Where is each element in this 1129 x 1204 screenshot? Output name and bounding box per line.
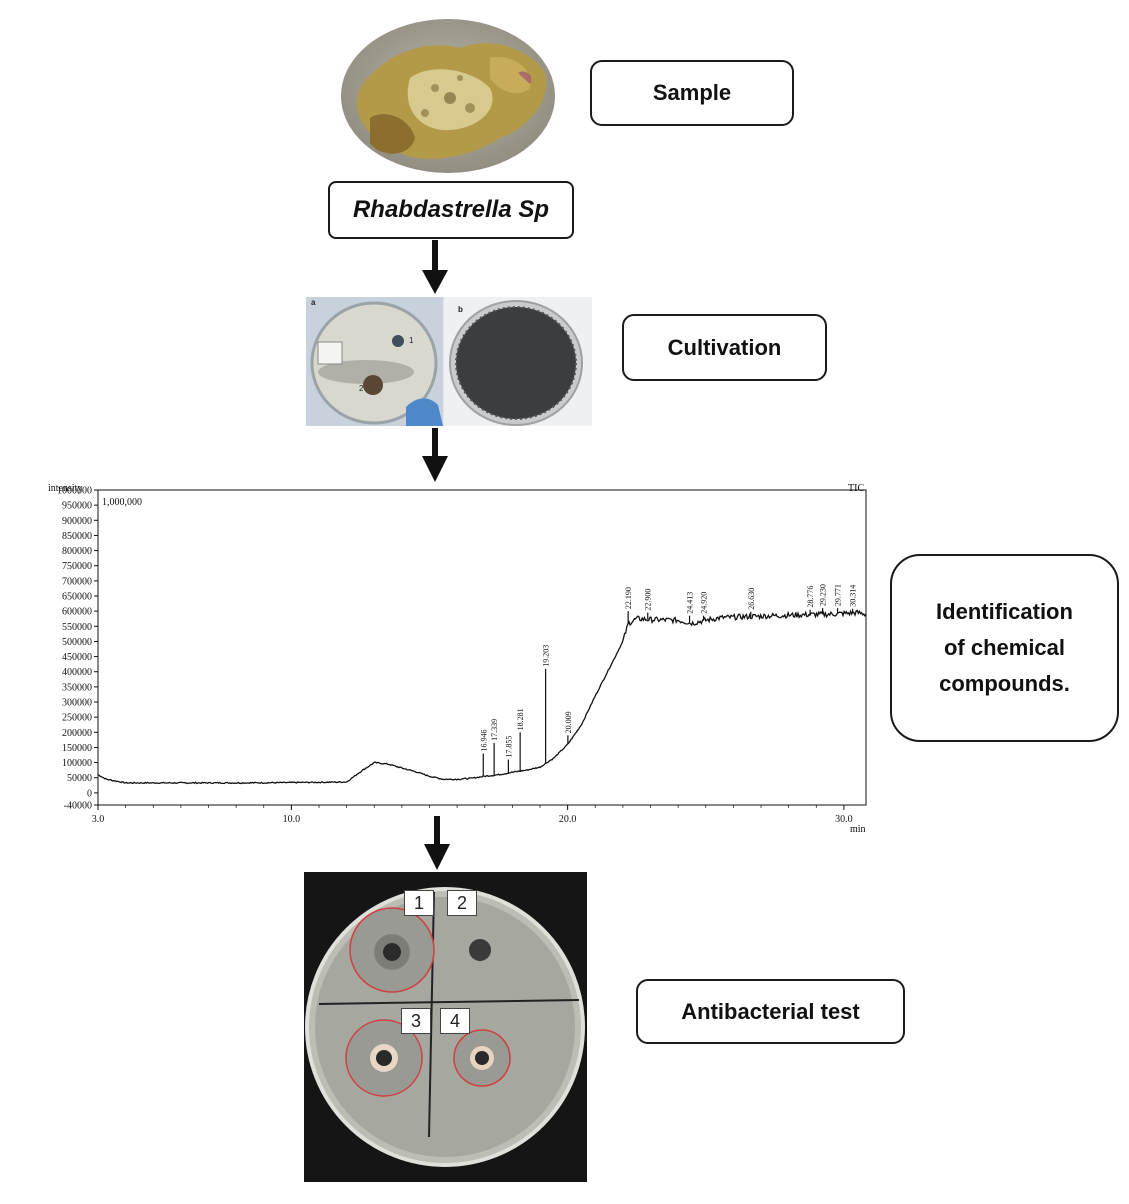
identification-box: Identification of chemical compounds. (890, 554, 1119, 742)
y-tick-label: 850000 (62, 531, 92, 542)
cultivation-photo: a b 1 2 (306, 297, 592, 426)
colony-2-label: 2 (359, 384, 364, 393)
peak-label: 24.920 (700, 592, 709, 614)
cultivation-box: Cultivation (622, 314, 827, 381)
peak-label: 20.009 (564, 711, 573, 733)
x-tick-label: 20.0 (559, 814, 577, 825)
peak-label: 29.771 (834, 584, 843, 606)
antibacterial-plate-photo: 1 2 3 4 (304, 872, 587, 1182)
plate-label-3: 3 (401, 1008, 431, 1034)
x-tick-label: 30.0 (835, 814, 853, 825)
peak-label: 24.413 (686, 592, 695, 614)
y-tick-label: 250000 (62, 713, 92, 724)
peak-label: 30.314 (849, 585, 858, 607)
y-tick-label: 350000 (62, 682, 92, 693)
x-tick-label: 10.0 (283, 814, 301, 825)
plate-label-1: 1 (404, 890, 434, 916)
sponge-image (341, 19, 555, 173)
y-tick-label: 550000 (62, 622, 92, 633)
peak-label: 16.946 (479, 730, 488, 752)
sample-box: Sample (590, 60, 794, 126)
plate-label-4: 4 (440, 1008, 470, 1034)
panel-b-label: b (458, 305, 463, 314)
antibacterial-box: Antibacterial test (636, 979, 905, 1044)
species-box: Rhabdastrella Sp (328, 181, 574, 239)
identification-line-1: Identification (936, 599, 1073, 624)
y-tick-label: 1000000 (57, 486, 92, 497)
y-tick-label: 700000 (62, 576, 92, 587)
y-tick-label: 450000 (62, 652, 92, 663)
arrow-gcms-to-antibacterial (424, 816, 450, 870)
peak-label: 29.230 (819, 584, 828, 606)
y-tick-label: 50000 (67, 773, 92, 784)
peak-label: 18.281 (516, 708, 525, 730)
peak-label: 17.339 (490, 719, 499, 741)
y-tick-label: 0 (87, 788, 92, 799)
y-tick-label: 750000 (62, 561, 92, 572)
y-tick-label: 600000 (62, 607, 92, 618)
antibacterial-label: Antibacterial test (681, 998, 860, 1024)
scale-label: 1,000,000 (102, 497, 142, 508)
identification-line-3: compounds. (939, 671, 1070, 696)
species-label: Rhabdastrella Sp (352, 196, 550, 223)
colony-1-label: 1 (409, 336, 414, 345)
y-tick-label: -40000 (64, 801, 92, 812)
arrow-cultivation-to-gcms (422, 428, 448, 482)
x-axis-title: min (850, 824, 866, 835)
peak-label: 26.630 (747, 588, 756, 610)
y-tick-label: 950000 (62, 501, 92, 512)
y-tick-label: 400000 (62, 667, 92, 678)
y-tick-label: 900000 (62, 516, 92, 527)
plot-frame (97, 489, 867, 806)
tic-trace (97, 609, 867, 785)
y-tick-label: 650000 (62, 592, 92, 603)
plate-label-2: 2 (447, 890, 477, 916)
sample-label: Sample (652, 80, 732, 105)
sample-photo (340, 18, 557, 174)
peak-label: 28.776 (806, 586, 815, 608)
peak-label: 22.900 (644, 589, 653, 611)
cultivation-label: Cultivation (667, 334, 782, 360)
y-tick-label: 200000 (62, 728, 92, 739)
y-axis-title: intensity (48, 483, 82, 494)
peak-label: 22.190 (624, 587, 633, 609)
y-tick-label: 150000 (62, 743, 92, 754)
y-tick-label: 800000 (62, 546, 92, 557)
peak-label: 17.855 (504, 736, 513, 758)
y-tick-label: 500000 (62, 637, 92, 648)
y-tick-label: 300000 (62, 698, 92, 709)
x-tick-label: 3.0 (92, 814, 105, 825)
peak-label: 19.203 (542, 645, 551, 667)
y-tick-label: 100000 (62, 758, 92, 769)
identification-line-2: of chemical (943, 635, 1066, 660)
series-label: TIC (848, 483, 864, 494)
panel-a-label: a (311, 298, 316, 307)
arrow-sample-to-cultivation (422, 240, 448, 294)
